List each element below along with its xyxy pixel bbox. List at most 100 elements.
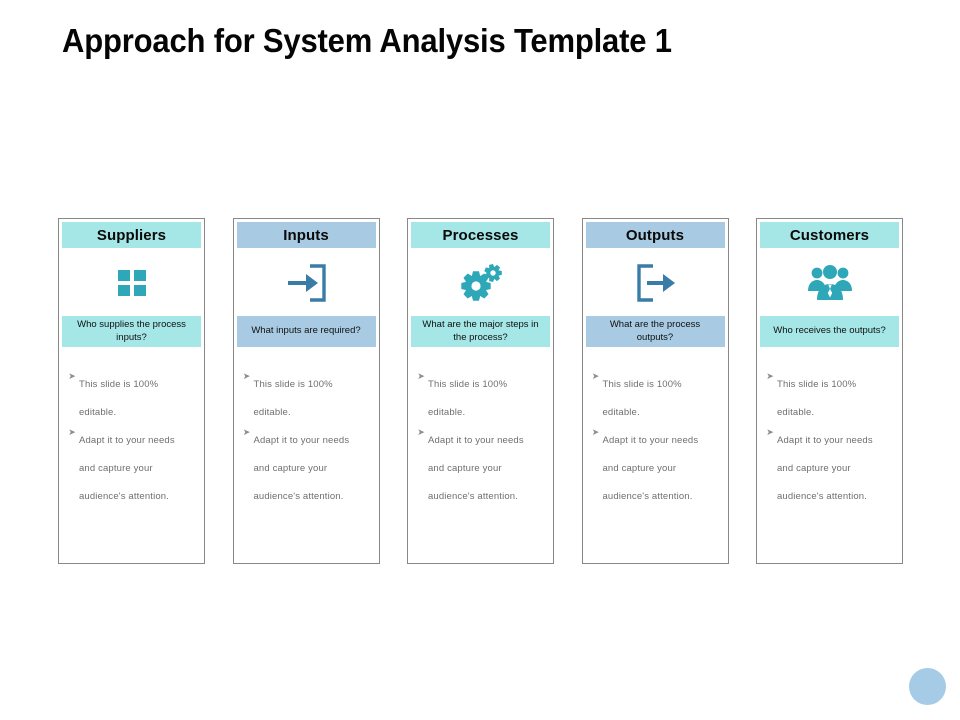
bullet-arrow-icon: ➤ bbox=[242, 371, 251, 381]
bullet-continuation-line: audience's attention. bbox=[240, 483, 371, 511]
page-title: Approach for System Analysis Template 1 bbox=[62, 22, 672, 59]
bullet-text-line: This slide is 100% bbox=[79, 379, 159, 390]
column-header-suppliers: Suppliers bbox=[62, 222, 201, 248]
column-header-outputs: Outputs bbox=[585, 222, 725, 248]
bullet-text-line: This slide is 100% bbox=[253, 379, 333, 390]
bullet-arrow-icon bbox=[414, 455, 428, 456]
column-bullets-customers: ➤This slide is 100%editable.➤Adapt it to… bbox=[757, 347, 902, 563]
bullet-arrow-icon bbox=[589, 483, 603, 484]
people-group-icon bbox=[757, 248, 902, 316]
four-squares-grid-icon bbox=[59, 248, 204, 316]
bullet-arrow-icon bbox=[414, 483, 428, 484]
column-bullets-outputs: ➤This slide is 100%editable.➤Adapt it to… bbox=[583, 347, 728, 563]
bullet-arrow-icon bbox=[589, 399, 603, 400]
column-caption-customers: Who receives the outputs? bbox=[760, 316, 899, 347]
bullet-continuation-line: and capture your bbox=[240, 455, 371, 483]
bullet-text-line: audience's attention. bbox=[428, 491, 518, 503]
bullet-arrow-icon bbox=[65, 483, 79, 484]
bullet-text-line: editable. bbox=[777, 407, 815, 419]
bullet-arrow-icon: ➤ bbox=[417, 427, 425, 438]
bullet-text-line: audience's attention. bbox=[253, 491, 344, 503]
bullet-text-line: editable. bbox=[253, 407, 291, 419]
bullet-arrow-icon bbox=[240, 399, 254, 400]
bullet-item: ➤Adapt it to your needs bbox=[589, 427, 720, 455]
bullet-text-line: audience's attention. bbox=[602, 491, 693, 503]
bullet-item: ➤Adapt it to your needs bbox=[763, 427, 894, 455]
bullet-text-line: and capture your bbox=[253, 463, 328, 475]
bullet-arrow-icon bbox=[763, 483, 777, 484]
bullet-item: ➤This slide is 100% bbox=[589, 371, 720, 399]
bullet-text-line: Adapt it to your needs bbox=[79, 435, 175, 447]
bullet-arrow-icon bbox=[240, 455, 254, 456]
bullet-continuation-line: and capture your bbox=[65, 455, 196, 483]
bullet-text-line: audience's attention. bbox=[777, 491, 867, 503]
column-caption-outputs: What are the process outputs? bbox=[585, 316, 725, 347]
arrow-out-of-box-icon bbox=[582, 248, 728, 316]
bullet-text-line: Adapt it to your needs bbox=[777, 435, 873, 447]
bullet-arrow-icon: ➤ bbox=[242, 427, 251, 438]
bullet-arrow-icon: ➤ bbox=[766, 427, 774, 438]
column-bullets-processes: ➤This slide is 100%editable.➤Adapt it to… bbox=[408, 347, 553, 563]
column-bullets-inputs: ➤This slide is 100%editable.➤Adapt it to… bbox=[234, 347, 379, 563]
bullet-text-line: This slide is 100% bbox=[428, 379, 508, 390]
bullet-continuation-line: audience's attention. bbox=[414, 483, 545, 511]
bullet-text-line: editable. bbox=[428, 407, 466, 419]
bullet-item: ➤Adapt it to your needs bbox=[240, 427, 371, 455]
bullet-arrow-icon: ➤ bbox=[68, 371, 76, 381]
bullet-text-line: Adapt it to your needs bbox=[253, 435, 350, 447]
arrow-into-box-icon bbox=[233, 248, 379, 316]
bullet-text-line: This slide is 100% bbox=[777, 379, 857, 390]
bullet-arrow-icon bbox=[65, 399, 79, 400]
column-caption-inputs: What inputs are required? bbox=[236, 316, 376, 347]
bullet-arrow-icon: ➤ bbox=[591, 371, 600, 381]
bullet-arrow-icon: ➤ bbox=[591, 427, 600, 438]
bullet-continuation-line: and capture your bbox=[414, 455, 545, 483]
bullet-text-line: and capture your bbox=[428, 463, 502, 475]
bullet-text-line: Adapt it to your needs bbox=[602, 435, 699, 447]
bullet-continuation-line: editable. bbox=[65, 399, 196, 427]
column-header-processes: Processes bbox=[411, 222, 550, 248]
bullet-item: ➤This slide is 100% bbox=[414, 371, 545, 399]
bullet-item: ➤This slide is 100% bbox=[763, 371, 894, 399]
column-caption-suppliers: Who supplies the process inputs? bbox=[62, 316, 201, 347]
bullet-item: ➤Adapt it to your needs bbox=[414, 427, 545, 455]
bullet-continuation-line: audience's attention. bbox=[589, 483, 720, 511]
bullet-continuation-line: audience's attention. bbox=[65, 483, 196, 511]
bullet-text-line: This slide is 100% bbox=[602, 379, 682, 390]
bullet-continuation-line: editable. bbox=[763, 399, 894, 427]
bullet-continuation-line: editable. bbox=[414, 399, 545, 427]
bullet-text-line: Adapt it to your needs bbox=[428, 435, 524, 447]
bullet-arrow-icon: ➤ bbox=[417, 371, 425, 381]
bullet-continuation-line: and capture your bbox=[763, 455, 894, 483]
column-caption-processes: What are the major steps in the process? bbox=[411, 316, 550, 347]
bullet-text-line: and capture your bbox=[777, 463, 851, 475]
bullet-text-line: editable. bbox=[602, 407, 640, 419]
bullet-continuation-line: editable. bbox=[240, 399, 371, 427]
column-header-inputs: Inputs bbox=[236, 222, 376, 248]
bullet-continuation-line: and capture your bbox=[589, 455, 720, 483]
bullet-item: ➤This slide is 100% bbox=[65, 371, 196, 399]
bullet-arrow-icon: ➤ bbox=[766, 371, 774, 381]
bullet-arrow-icon bbox=[763, 399, 777, 400]
bullet-arrow-icon bbox=[240, 483, 254, 484]
bullet-text-line: editable. bbox=[79, 407, 117, 419]
bullet-arrow-icon: ➤ bbox=[68, 427, 76, 438]
bullet-item: ➤Adapt it to your needs bbox=[65, 427, 196, 455]
bullet-arrow-icon bbox=[589, 455, 603, 456]
bullet-text-line: audience's attention. bbox=[79, 491, 169, 503]
bullet-arrow-icon bbox=[414, 399, 428, 400]
bullet-continuation-line: audience's attention. bbox=[763, 483, 894, 511]
bullet-text-line: and capture your bbox=[602, 463, 677, 475]
bullet-item: ➤This slide is 100% bbox=[240, 371, 371, 399]
circle-decoration-bottom-right bbox=[909, 668, 946, 705]
column-bullets-suppliers: ➤This slide is 100%editable.➤Adapt it to… bbox=[59, 347, 204, 563]
bullet-arrow-icon bbox=[763, 455, 777, 456]
bullet-continuation-line: editable. bbox=[589, 399, 720, 427]
